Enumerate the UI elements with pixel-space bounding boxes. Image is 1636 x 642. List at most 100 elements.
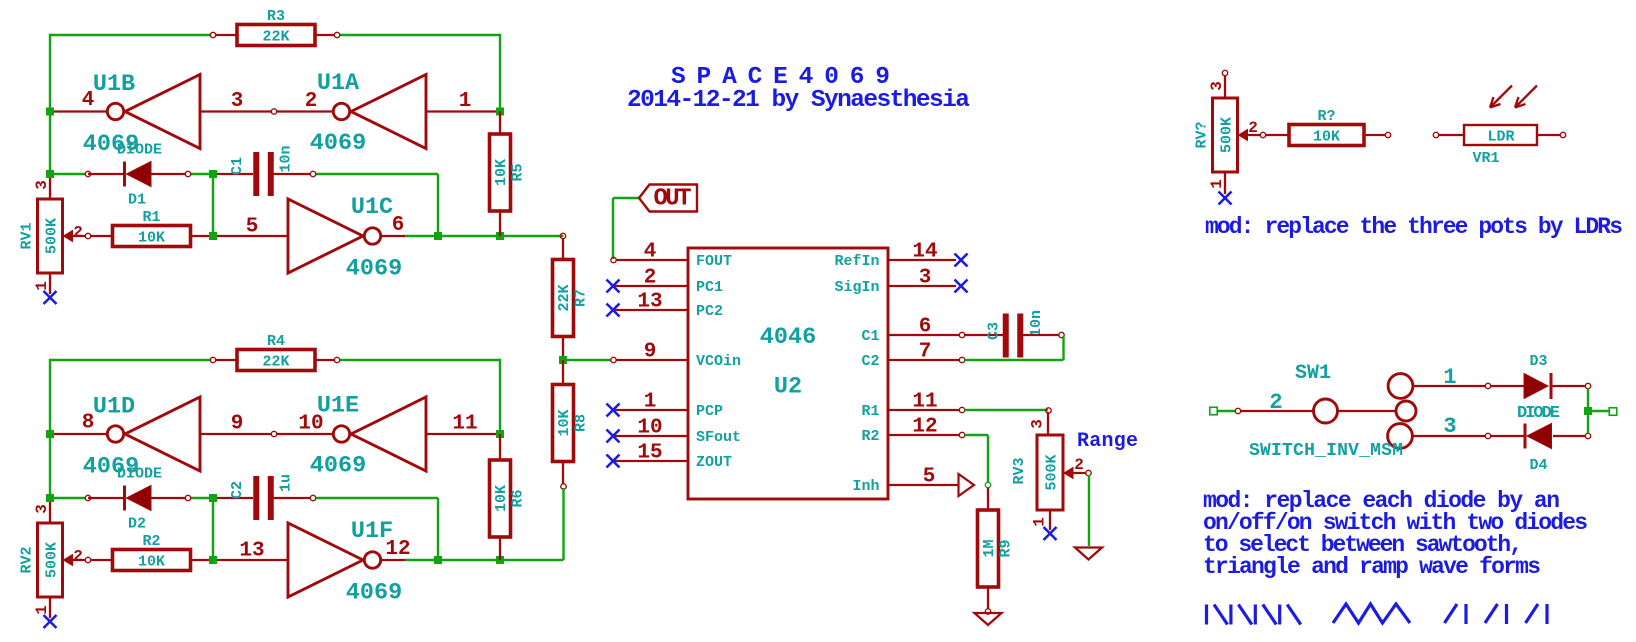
svg-text:13: 13 xyxy=(637,291,662,314)
svg-text:1: 1 xyxy=(1031,517,1049,527)
svg-text:10K: 10K xyxy=(493,159,510,186)
svg-text:D3: D3 xyxy=(1529,353,1547,370)
svg-text:3: 3 xyxy=(919,267,932,290)
svg-text:4069: 4069 xyxy=(346,580,402,607)
svg-text:5: 5 xyxy=(246,216,259,239)
svg-text:14: 14 xyxy=(912,241,937,264)
svg-text:Inh: Inh xyxy=(852,478,879,495)
svg-text:DIODE: DIODE xyxy=(117,142,162,159)
svg-text:10K: 10K xyxy=(138,554,165,571)
svg-text:U1E: U1E xyxy=(317,393,359,420)
svg-text:4069: 4069 xyxy=(346,256,402,283)
svg-text:10n: 10n xyxy=(1028,310,1045,337)
svg-text:2: 2 xyxy=(1248,119,1258,137)
svg-text:R2: R2 xyxy=(142,533,160,550)
svg-text:R1: R1 xyxy=(861,403,879,420)
svg-text:1: 1 xyxy=(33,281,51,291)
svg-text:R8: R8 xyxy=(573,414,590,432)
svg-text:3: 3 xyxy=(33,504,51,514)
svg-text:U1F: U1F xyxy=(351,518,393,545)
svg-text:9: 9 xyxy=(231,413,244,436)
svg-text:R6: R6 xyxy=(510,489,527,507)
svg-text:R9: R9 xyxy=(998,539,1015,557)
svg-text:2: 2 xyxy=(73,548,83,566)
svg-text:SW1: SW1 xyxy=(1295,362,1331,385)
svg-text:7: 7 xyxy=(919,341,932,364)
svg-text:500K: 500K xyxy=(1219,117,1236,153)
svg-text:C1: C1 xyxy=(861,328,879,345)
svg-text:2: 2 xyxy=(1074,456,1084,474)
svg-text:4069: 4069 xyxy=(310,453,366,480)
svg-text:1: 1 xyxy=(459,90,472,113)
svg-text:C2: C2 xyxy=(861,353,879,370)
svg-text:triangle and ramp wave forms: triangle and ramp wave forms xyxy=(1203,554,1541,580)
svg-text:RV2: RV2 xyxy=(19,546,36,573)
svg-text:C2: C2 xyxy=(229,481,246,499)
svg-text:6: 6 xyxy=(919,316,932,339)
svg-text:D1: D1 xyxy=(128,192,146,209)
svg-text:9: 9 xyxy=(644,341,657,364)
svg-text:1: 1 xyxy=(33,605,51,615)
svg-text:3: 3 xyxy=(231,90,244,113)
svg-text:10: 10 xyxy=(637,417,662,440)
svg-text:4: 4 xyxy=(82,89,95,112)
svg-text:DIODE: DIODE xyxy=(117,466,162,483)
svg-text:U1D: U1D xyxy=(93,394,135,421)
svg-text:D4: D4 xyxy=(1529,457,1547,474)
svg-text:1u: 1u xyxy=(277,474,294,492)
svg-text:U1C: U1C xyxy=(351,194,393,221)
svg-text:OUT: OUT xyxy=(654,186,692,213)
svg-text:D2: D2 xyxy=(128,516,146,533)
svg-text:DIODE: DIODE xyxy=(1517,404,1560,423)
svg-text:5: 5 xyxy=(923,466,936,489)
svg-text:500K: 500K xyxy=(1044,454,1061,490)
svg-text:on/off/on switch with two diod: on/off/on switch with two diodes xyxy=(1203,510,1588,536)
svg-text:4069: 4069 xyxy=(310,130,366,157)
svg-text:4046: 4046 xyxy=(760,324,816,351)
svg-text:PC2: PC2 xyxy=(696,303,723,320)
svg-text:2: 2 xyxy=(73,224,83,242)
svg-text:RV?: RV? xyxy=(1194,121,1211,148)
svg-text:U1B: U1B xyxy=(93,71,135,98)
svg-text:10: 10 xyxy=(298,413,323,436)
svg-text:R4: R4 xyxy=(267,333,285,350)
svg-text:SigIn: SigIn xyxy=(834,279,879,296)
svg-text:3: 3 xyxy=(1443,414,1456,439)
svg-text:2: 2 xyxy=(305,90,318,113)
svg-text:11: 11 xyxy=(912,391,937,414)
svg-text:R7: R7 xyxy=(573,289,590,307)
svg-text:10K: 10K xyxy=(556,409,573,436)
svg-text:C3: C3 xyxy=(985,322,1002,340)
svg-text:500K: 500K xyxy=(44,542,61,578)
svg-text:1: 1 xyxy=(1443,365,1456,390)
svg-text:10K: 10K xyxy=(493,485,510,512)
svg-text:VCOin: VCOin xyxy=(696,353,741,370)
svg-text:R?: R? xyxy=(1317,108,1335,125)
svg-text:22K: 22K xyxy=(262,354,289,371)
svg-text:1M: 1M xyxy=(981,539,998,557)
svg-text:PC1: PC1 xyxy=(696,279,723,296)
svg-text:1: 1 xyxy=(644,391,657,414)
svg-text:SFout: SFout xyxy=(696,429,741,446)
svg-text:U1A: U1A xyxy=(317,70,360,97)
svg-text:R3: R3 xyxy=(267,8,285,25)
svg-text:3: 3 xyxy=(1208,81,1226,91)
svg-text:3: 3 xyxy=(33,180,51,190)
svg-text:R1: R1 xyxy=(142,209,160,226)
svg-text:to select between sawtooth,: to select between sawtooth, xyxy=(1203,532,1523,558)
svg-text:12: 12 xyxy=(385,538,410,561)
svg-text:12: 12 xyxy=(912,416,937,439)
svg-text:11: 11 xyxy=(452,413,477,436)
svg-text:2: 2 xyxy=(1269,390,1282,415)
svg-text:R5: R5 xyxy=(510,163,527,181)
svg-text:Range: Range xyxy=(1077,430,1138,453)
svg-text:ZOUT: ZOUT xyxy=(696,454,732,471)
svg-text:U2: U2 xyxy=(774,374,802,401)
svg-text:1: 1 xyxy=(1208,179,1226,189)
svg-text:15: 15 xyxy=(637,442,662,465)
svg-text:RV3: RV3 xyxy=(1011,457,1028,484)
svg-text:2014-12-21 by Synaesthesia: 2014-12-21 by Synaesthesia xyxy=(627,87,970,114)
svg-text:4069: 4069 xyxy=(83,131,139,158)
svg-text:2: 2 xyxy=(644,267,657,290)
svg-text:PCP: PCP xyxy=(696,403,723,420)
